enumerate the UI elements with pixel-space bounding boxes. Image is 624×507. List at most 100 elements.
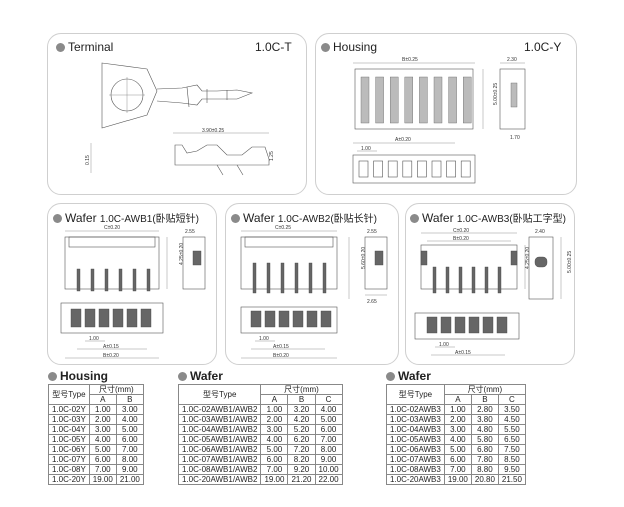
wafer2-drawing: C±0.25 5.60±0.20 2.55 2.65 1.00 A±0.15 B… [240, 225, 388, 359]
table-cell: 1.0C-20AWB1/AWB2 [177, 474, 262, 485]
table-cell: 1.0C-07AWB1/AWB2 [177, 454, 262, 465]
table-cell: 5.00 [260, 444, 289, 455]
pin-shape [266, 262, 271, 294]
bullet-icon [231, 214, 240, 223]
dim-w1-height: 4.25±0.20 [179, 243, 185, 265]
table-cell: 7.00 [88, 464, 117, 475]
wafer1-panel [47, 203, 217, 365]
table-cell: 4.00 [314, 404, 343, 415]
table-cell: 6.20 [287, 434, 316, 445]
table-cell: 1.0C-04AWB1/AWB2 [177, 424, 262, 435]
pin-shape [250, 310, 262, 328]
table-cell: 4.20 [287, 414, 316, 425]
table-cell: 9.00 [115, 464, 144, 475]
table-cell: 1.0C-04Y [48, 424, 90, 435]
table-cell: 7.00 [115, 444, 144, 455]
table-cell: 1.0C-20AWB3 [386, 474, 445, 485]
table-cell: 6.80 [470, 444, 499, 455]
table-cell: 1.0C-08Y [48, 464, 90, 475]
table-cell: 2.00 [88, 414, 117, 425]
table-cell: 3.00 [115, 404, 144, 415]
dim-w1-a: A±0.15 [103, 344, 119, 350]
bullet-icon [386, 372, 395, 381]
col-header: A [88, 394, 117, 405]
pin-shape [446, 160, 456, 178]
col-header-size: 尺寸(mm) [443, 384, 526, 395]
dim-terminal-length: 3.90±0.25 [202, 128, 224, 134]
col-header-size: 尺寸(mm) [260, 384, 343, 395]
table-cell: 2.80 [470, 404, 499, 415]
table-cell: 1.0C-02Y [48, 404, 90, 415]
table-cell: 4.00 [443, 434, 472, 445]
pin-shape [433, 76, 443, 124]
dim-w1-c: C±0.20 [104, 225, 120, 231]
table-cell: 1.0C-07Y [48, 454, 90, 465]
table-cell: 1.0C-06AWB3 [386, 444, 445, 455]
col-header-model: 型号Type [177, 384, 262, 405]
col-header: A [443, 394, 472, 405]
table-cell: 9.50 [497, 464, 526, 475]
col-header: B [470, 394, 499, 405]
pin-shape [468, 316, 480, 334]
table-cell: 7.50 [497, 444, 526, 455]
bullet-icon [178, 372, 187, 381]
col-header: C [497, 394, 526, 405]
pin-shape [280, 262, 285, 294]
table-cell: 5.50 [497, 424, 526, 435]
table-cell: 1.00 [260, 404, 289, 415]
bullet-icon [48, 372, 57, 381]
table-cell: 8.50 [497, 454, 526, 465]
col-header: B [287, 394, 316, 405]
col-header: C [314, 394, 343, 405]
table-cell: 5.00 [443, 444, 472, 455]
table-cell: 21.20 [287, 474, 316, 485]
pin-shape [358, 160, 369, 178]
bullet-icon [321, 43, 330, 52]
table-cell: 8.80 [470, 464, 499, 475]
table-cell: 1.0C-02AWB1/AWB2 [177, 404, 262, 415]
dim-housing-pitch: 1.00 [361, 146, 371, 152]
table-cell: 19.00 [88, 474, 117, 485]
table-cell: 20.80 [470, 474, 499, 485]
table-cell: 1.0C-05AWB3 [386, 434, 445, 445]
pin-shape [104, 268, 109, 292]
table-cell: 7.00 [443, 464, 472, 475]
pin-shape [484, 266, 489, 294]
bullet-icon [56, 43, 65, 52]
terminal-panel [47, 33, 307, 195]
dim-w3-b: B±0.20 [453, 236, 469, 242]
housing-title: Housing [321, 40, 377, 54]
pin-shape [404, 76, 414, 124]
dim-housing-b: B±0.25 [402, 57, 418, 63]
table-cell: 1.0C-03AWB3 [386, 414, 445, 425]
pin-shape [132, 268, 137, 292]
pin-shape [76, 268, 81, 292]
dim-housing-a: A±0.20 [395, 137, 411, 143]
pin-shape [462, 76, 472, 124]
table-cell: 9.20 [287, 464, 316, 475]
table-cell: 22.00 [314, 474, 343, 485]
table-cell: 1.00 [443, 404, 472, 415]
table-cell: 6.00 [115, 434, 144, 445]
pin-shape [402, 160, 413, 178]
dim-w2-2-65: 2.65 [367, 299, 377, 305]
terminal-title: Terminal [56, 40, 113, 54]
dim-terminal-thick: 0.15 [85, 155, 91, 165]
